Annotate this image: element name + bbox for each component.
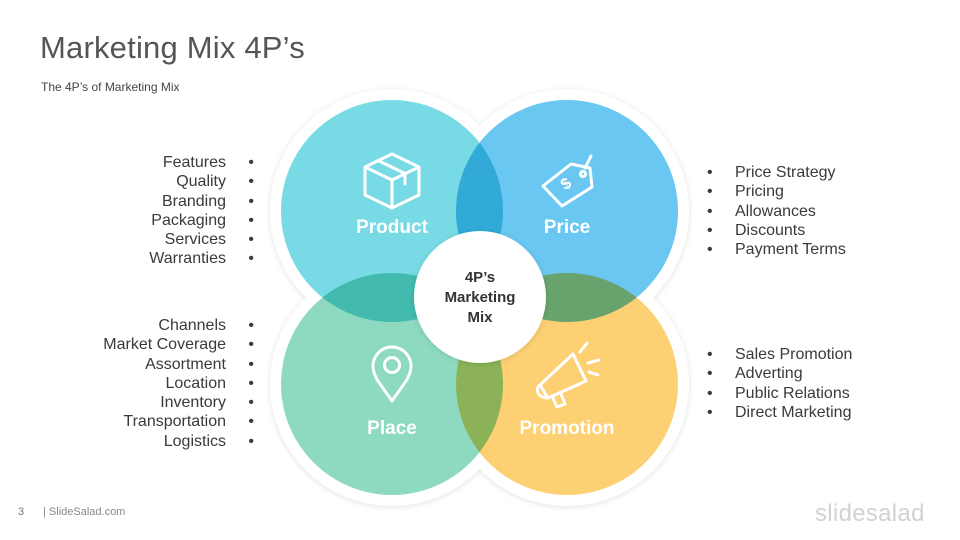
list-item: Packaging [149,211,254,230]
page-number: 3 [18,506,25,518]
slide-title: Marketing Mix 4P’s [40,30,305,65]
list-item: Inventory [103,393,254,412]
list-item: Features [149,153,254,172]
list-item: Sales Promotion [707,345,852,364]
price-list: Price StrategyPricingAllowancesDiscounts… [707,163,846,259]
list-item: Location [103,374,254,393]
list-item: Branding [149,192,254,211]
footer-site: | SlideSalad.com [43,506,126,518]
list-item: Channels [103,316,254,335]
list-item: Market Coverage [103,335,254,354]
list-item: Quality [149,172,254,191]
list-item: Warranties [149,249,254,268]
list-item: Services [149,230,254,249]
center-circle [414,231,546,363]
list-item: Transportation [103,412,254,431]
list-item: Public Relations [707,384,852,403]
price-label: Price [544,217,590,238]
list-item: Payment Terms [707,240,846,259]
center-line-1: 4P’s [465,269,495,286]
slide-subtitle: The 4P’s of Marketing Mix [41,80,180,94]
place-list: ChannelsMarket CoverageAssortmentLocatio… [103,316,254,451]
center-line-2: Marketing [445,289,516,306]
product-list: FeaturesQualityBrandingPackagingServices… [149,153,254,269]
megaphone-icon [535,341,601,409]
list-item: Price Strategy [707,163,846,182]
list-item: Assortment [103,355,254,374]
map-pin-icon [371,345,413,403]
brand-logo: slidesalad [815,500,925,527]
list-item: Adverting [707,364,852,383]
list-item: Allowances [707,202,846,221]
list-item: Logistics [103,432,254,451]
promotion-list: Sales PromotionAdvertingPublic Relations… [707,345,852,422]
promotion-label: Promotion [520,418,615,439]
place-label: Place [367,418,417,439]
product-label: Product [356,217,428,238]
box-icon [363,152,421,210]
list-item: Discounts [707,221,846,240]
center-line-3: Mix [467,309,493,326]
list-item: Pricing [707,182,846,201]
list-item: Direct Marketing [707,403,852,422]
